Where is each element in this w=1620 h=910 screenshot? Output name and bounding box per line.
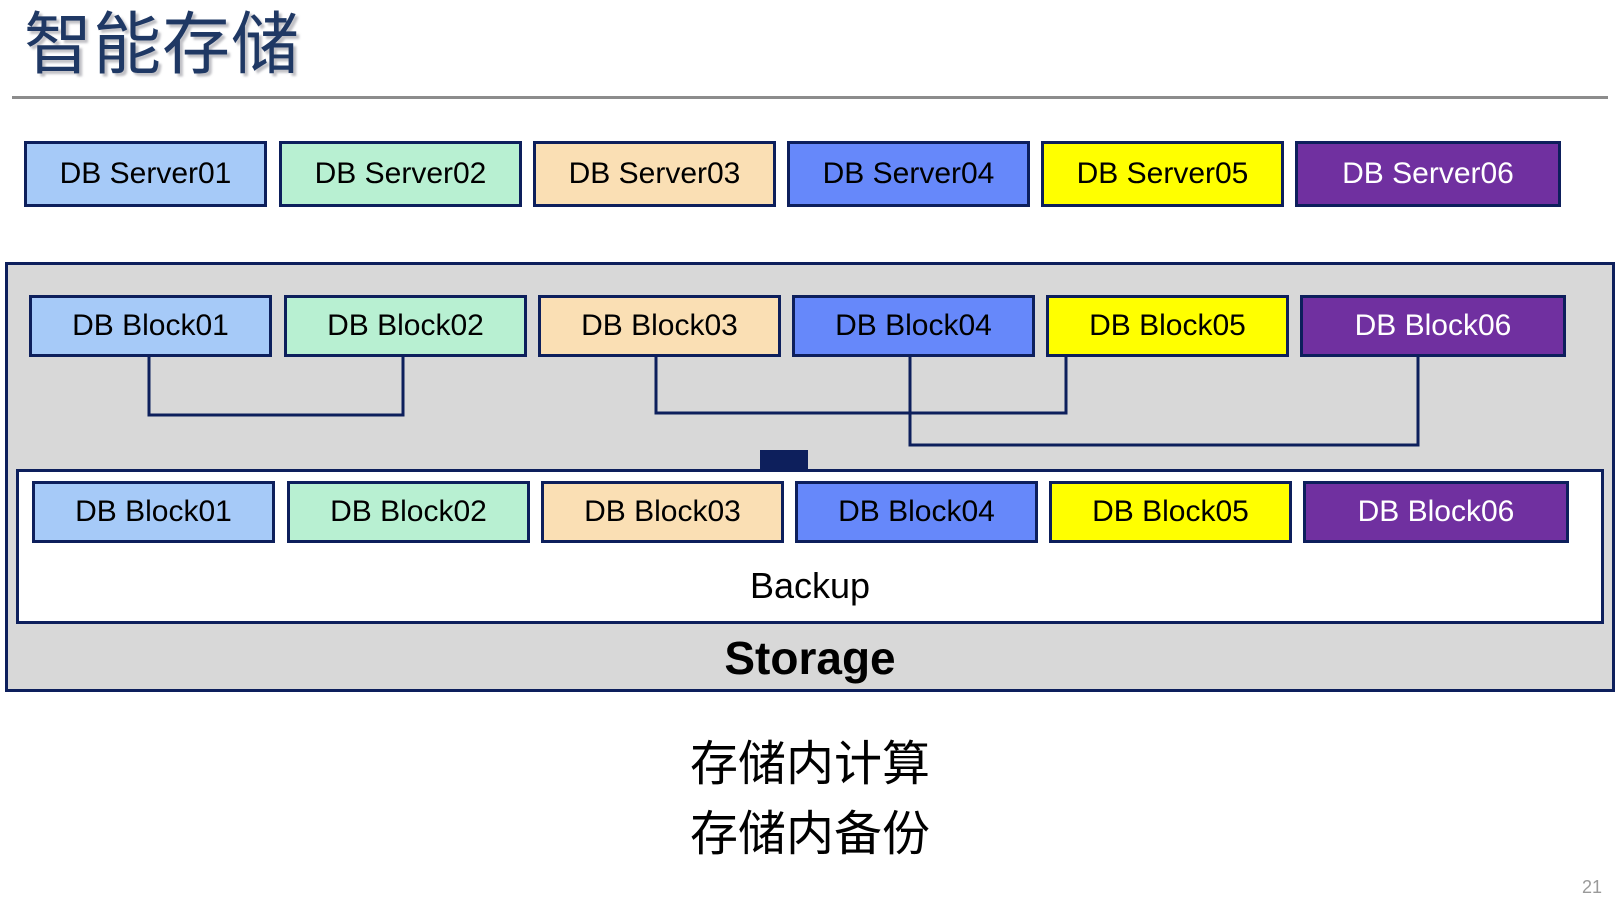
db-server-box-label: DB Server04 bbox=[822, 157, 995, 190]
db-block-box-2[interactable]: DB Block02 bbox=[284, 295, 527, 357]
caption-line-1: 存储内计算 bbox=[689, 738, 930, 791]
db-server-box-label: DB Server02 bbox=[314, 157, 487, 190]
db-block-backup-box-1[interactable]: DB Block01 bbox=[32, 481, 275, 543]
db-server-box-6[interactable]: DB Server06 bbox=[1295, 141, 1561, 207]
db-server-box-label: DB Server03 bbox=[568, 157, 741, 190]
db-block-box-label: DB Block03 bbox=[581, 309, 738, 342]
db-server-box-label: DB Server05 bbox=[1076, 157, 1249, 190]
caption-block: 存储内计算 存储内备份 bbox=[0, 730, 1620, 870]
db-server-box-2[interactable]: DB Server02 bbox=[279, 141, 522, 207]
db-block-box-label: DB Block01 bbox=[72, 309, 229, 342]
storage-container: Backup DB Block01 DB Block02 DB Block03 DB … bbox=[5, 262, 1615, 692]
db-block-box-label: DB Block04 bbox=[835, 309, 992, 342]
db-block-backup-box-2[interactable]: DB Block02 bbox=[287, 481, 530, 543]
page-title: 智能存储 bbox=[24, 7, 301, 83]
storage-label: Storage bbox=[724, 632, 896, 684]
backup-label: Backup bbox=[749, 565, 871, 606]
db-block-backup-box-label: DB Block04 bbox=[838, 495, 995, 528]
db-block-backup-box-5[interactable]: DB Block05 bbox=[1049, 481, 1292, 543]
db-block-backup-box-label: DB Block06 bbox=[1357, 495, 1515, 528]
db-block-box-3[interactable]: DB Block03 bbox=[538, 295, 781, 357]
db-block-backup-box-label: DB Block01 bbox=[75, 495, 232, 528]
db-block-box-4[interactable]: DB Block04 bbox=[792, 295, 1035, 357]
db-block-backup-box-label: DB Block03 bbox=[584, 495, 741, 528]
backup-box: Backup DB Block01 DB Block02 DB Block03 DB … bbox=[16, 469, 1604, 624]
db-block-backup-box-4[interactable]: DB Block04 bbox=[795, 481, 1038, 543]
db-server-box-1[interactable]: DB Server01 bbox=[24, 141, 267, 207]
db-server-box-5[interactable]: DB Server05 bbox=[1041, 141, 1284, 207]
page-number: 21 bbox=[1581, 877, 1602, 897]
db-block-backup-box-3[interactable]: DB Block03 bbox=[541, 481, 784, 543]
db-server-box-3[interactable]: DB Server03 bbox=[533, 141, 776, 207]
db-block-box-label: DB Block05 bbox=[1089, 309, 1246, 342]
db-server-box-4[interactable]: DB Server04 bbox=[787, 141, 1030, 207]
title-divider bbox=[12, 96, 1608, 99]
db-block-box-5[interactable]: DB Block05 bbox=[1046, 295, 1289, 357]
db-server-box-label: DB Server01 bbox=[59, 157, 232, 190]
db-block-backup-box-label: DB Block02 bbox=[330, 495, 487, 528]
db-block-box-label: DB Block02 bbox=[327, 309, 484, 342]
caption-line-2: 存储内备份 bbox=[689, 808, 930, 861]
db-block-box-6[interactable]: DB Block06 bbox=[1300, 295, 1566, 357]
db-block-backup-box-6[interactable]: DB Block06 bbox=[1303, 481, 1569, 543]
db-server-box-label: DB Server06 bbox=[1342, 157, 1514, 190]
db-block-box-1[interactable]: DB Block01 bbox=[29, 295, 272, 357]
db-block-backup-box-label: DB Block05 bbox=[1092, 495, 1249, 528]
db-block-box-label: DB Block06 bbox=[1354, 309, 1512, 342]
